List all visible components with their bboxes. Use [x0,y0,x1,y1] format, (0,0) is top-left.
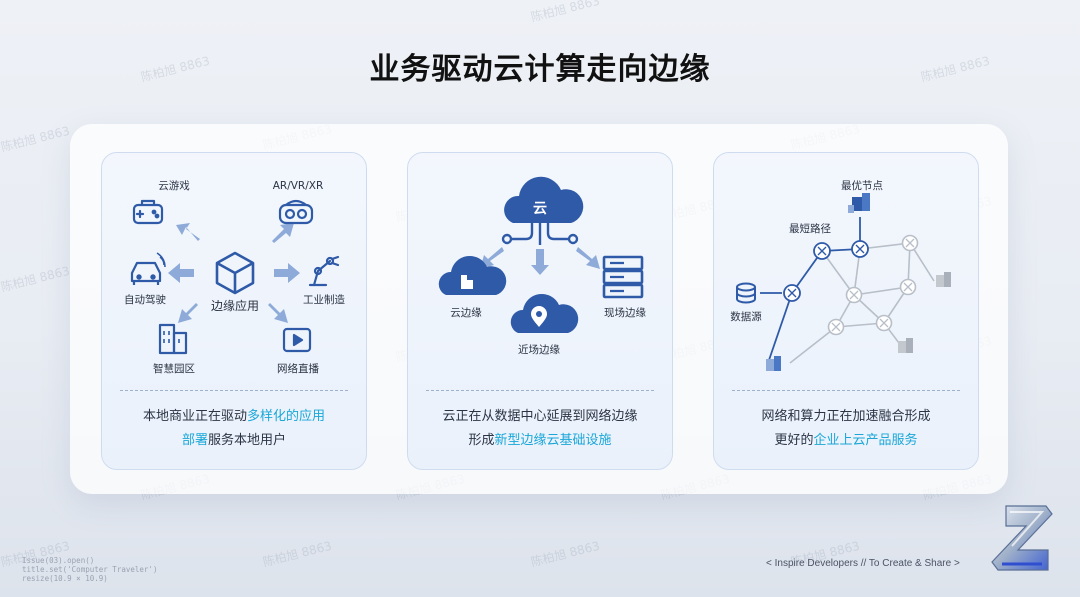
item-label: 近场边缘 [518,343,560,356]
brand-logo [991,505,1053,571]
item-label: 数据源 [730,310,762,323]
item-label: 自动驾驶 [124,293,166,306]
server-icon [602,255,644,299]
arrow-down [531,249,549,275]
cube-icon [215,251,255,295]
arrows [480,247,600,275]
arrow-down-right [268,303,288,323]
item-label: 最短路径 [789,222,831,235]
footer-tagline: < Inspire Developers // To Create & Shar… [766,558,960,569]
inactive-node-marks [831,238,915,332]
caption-text: 本地商业正在驱动 [142,409,247,424]
item-label: 网络直播 [277,362,319,375]
arrow-up-left [176,223,200,241]
robot-arm-icon [308,255,340,287]
endpoint-server-icon [766,356,781,371]
caption-text: 更好的 [774,433,814,448]
caption-highlight: 企业上云产品服务 [813,433,918,448]
card-edge-applications: 边缘应用 云游戏 AR/VR/XR [101,152,367,470]
network-graph-diagram: 数据源 [730,179,951,371]
edge-cloud-diagram: 云 云边缘 近场边缘 [438,176,646,356]
gamepad-icon [132,199,164,225]
buildings-icon [158,323,188,355]
caption-text: 云正在从数据中心延展到网络边缘 [442,409,638,424]
arrow-right [274,263,300,283]
highlighted-path [760,217,861,364]
server-stack-icon [898,272,951,353]
item-label: AR/VR/XR [273,180,324,192]
item-label: 云游戏 [158,179,190,192]
arrows [168,223,300,323]
divider [732,390,960,391]
divider [426,390,654,391]
item-label: 最优节点 [841,179,883,192]
item-label: 现场边缘 [604,306,646,319]
card-network-compute: 数据源 [713,152,979,470]
code-line: title.set('Computer Traveler') [22,565,158,574]
center-label: 边缘应用 [211,298,259,313]
watermark: 陈柏旭 8863 [529,538,602,570]
watermark: 陈柏旭 8863 [0,123,72,155]
card-caption: 本地商业正在驱动多样化的应用 部署服务本地用户 [102,405,366,453]
item-label: 工业制造 [303,293,345,306]
arrow-left [168,263,194,283]
card-edge-cloud: 云 云边缘 近场边缘 [407,152,673,470]
edge-applications-diagram: 边缘应用 云游戏 AR/VR/XR [124,179,345,375]
car-icon [130,252,166,285]
divider [120,390,348,391]
cloud-edge-icon [438,255,507,295]
caption-text: 形成 [468,433,495,448]
arrow-down-left [480,247,504,269]
code-snippet: Issue(03).open() title.set('Computer Tra… [22,556,157,583]
item-label: 云边缘 [450,306,482,319]
near-edge-icon [510,293,579,333]
card-caption: 云正在从数据中心延展到网络边缘 形成新型边缘云基础设施 [408,405,672,453]
caption-text: 服务本地用户 [208,433,287,448]
item-label: 智慧园区 [153,362,195,375]
cloud-connectors [501,223,579,245]
router-node-marks [787,244,865,298]
caption-highlight: 部署 [181,433,208,448]
vr-headset-icon [278,199,314,225]
code-line: Issue(03).open() [22,556,95,565]
watermark: 陈柏旭 8863 [0,263,72,295]
cloud-icon: 云 [504,176,584,223]
caption-text: 网络和算力正在加速融合形成 [761,409,931,424]
watermark: 陈柏旭 8863 [529,0,602,25]
arrow-down-right [576,247,600,269]
page-title: 业务驱动云计算走向边缘 [369,52,711,87]
cloud-label: 云 [533,201,547,217]
optimal-node-icon [848,193,870,213]
card-caption: 网络和算力正在加速融合形成 更好的企业上云产品服务 [714,405,978,453]
caption-highlight: 多样化的应用 [247,409,326,424]
arrow-up-right [272,223,294,243]
database-icon [736,282,756,304]
code-line: resize(10.9 × 10.9) [22,574,108,583]
arrow-down-left [178,303,198,323]
caption-highlight: 新型边缘云基础设施 [494,433,612,448]
watermark: 陈柏旭 8863 [261,538,334,570]
video-play-icon [282,327,312,353]
